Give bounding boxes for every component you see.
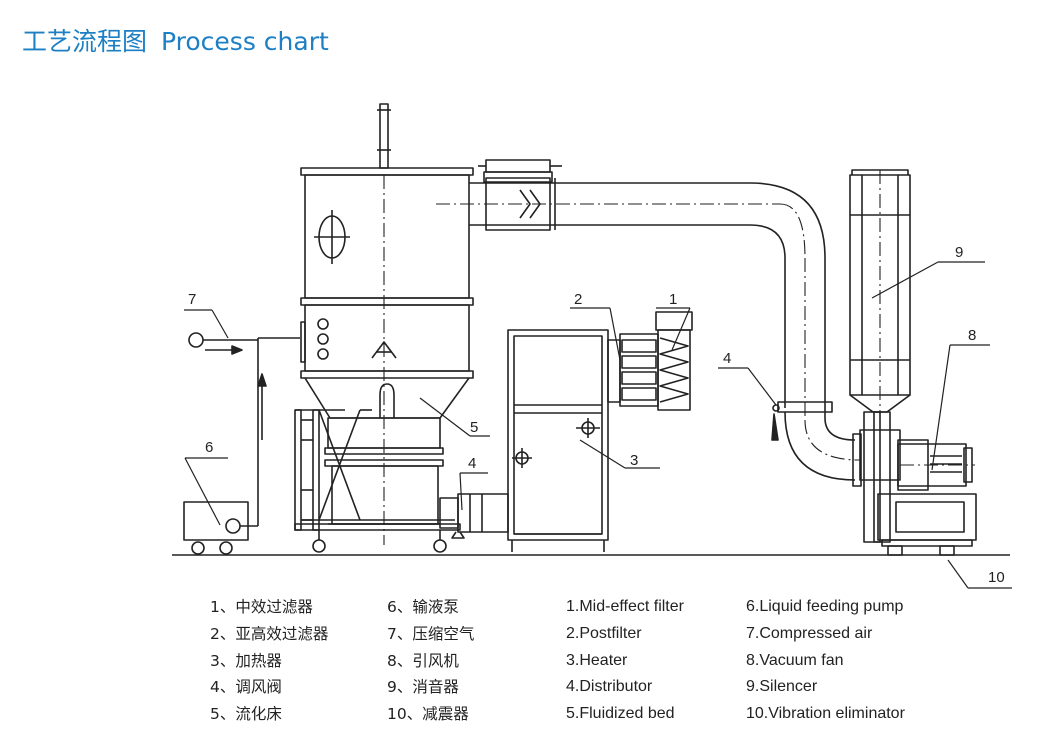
compressed-air-inlet: [188, 332, 258, 355]
legend-item: 4、调风阀: [210, 678, 282, 697]
callout-8: 8: [968, 327, 976, 344]
legend-item: 9、消音器: [387, 678, 459, 697]
legend-item: 8、引风机: [387, 651, 459, 670]
legend-item: 4.Distributor: [566, 678, 653, 696]
liquid-feeding-pump: [183, 337, 300, 555]
legend-item: 6、输液泵: [387, 598, 459, 616]
page-title: 工艺流程图 Process chart: [22, 22, 329, 58]
exhaust-duct: [436, 159, 862, 487]
legend-item: 3.Heater: [566, 651, 628, 669]
callout-6: 6: [205, 439, 213, 456]
legend-item: 6.Liquid feeding pump: [746, 598, 904, 615]
legend-zh-right: 6、输液泵 7、压缩空气 8、引风机 9、消音器 10、减震器: [387, 594, 474, 728]
callout-10: 10: [988, 569, 1005, 586]
legend-en-left: 1.Mid-effect filter 2.Postfilter 3.Heate…: [566, 594, 684, 728]
callout-4-duct: 4: [468, 455, 476, 472]
callout-5: 5: [470, 419, 478, 436]
legend-item: 1、中效过滤器: [210, 598, 313, 616]
legend-en-right: 6.Liquid feeding pump 7.Compressed air 8…: [746, 594, 905, 728]
legend-item: 5、流化床: [210, 705, 282, 724]
legend-item: 1.Mid-effect filter: [566, 598, 684, 615]
legend-item: 9.Silencer: [746, 678, 818, 696]
legend-item: 5.Fluidized bed: [566, 705, 675, 723]
callout-7: 7: [188, 291, 196, 308]
legend-item: 7.Compressed air: [746, 624, 873, 642]
legend-item: 10.Vibration eliminator: [746, 705, 905, 723]
fluidized-bed-tower: [294, 103, 474, 553]
air-handler-cabinet: [507, 311, 693, 552]
vacuum-fan: [859, 429, 977, 556]
legend-item: 7、压缩空气: [387, 624, 475, 643]
callout-3: 3: [630, 452, 638, 469]
legend-item: 2.Postfilter: [566, 624, 642, 642]
callout-2: 2: [574, 291, 582, 308]
legend-item: 8.Vacuum fan: [746, 651, 844, 669]
legend-item: 3、加热器: [210, 651, 282, 670]
inlet-duct: [439, 493, 509, 539]
callout-1: 1: [669, 291, 677, 308]
silencer: [849, 169, 911, 543]
callout-4-distributor: 4: [723, 350, 731, 367]
callout-labels: 1 2 3 4 4 5 6 7 8 9 10: [188, 244, 1005, 586]
legend-item: 2、亚高效过滤器: [210, 624, 329, 643]
legend-item: 10、减震器: [387, 705, 469, 724]
callout-9: 9: [955, 244, 963, 261]
legend-zh-left: 1、中效过滤器 2、亚高效过滤器 3、加热器 4、调风阀 5、流化床: [210, 594, 328, 728]
title-zh: 工艺流程图: [22, 27, 148, 56]
title-en: Process chart: [161, 27, 329, 56]
